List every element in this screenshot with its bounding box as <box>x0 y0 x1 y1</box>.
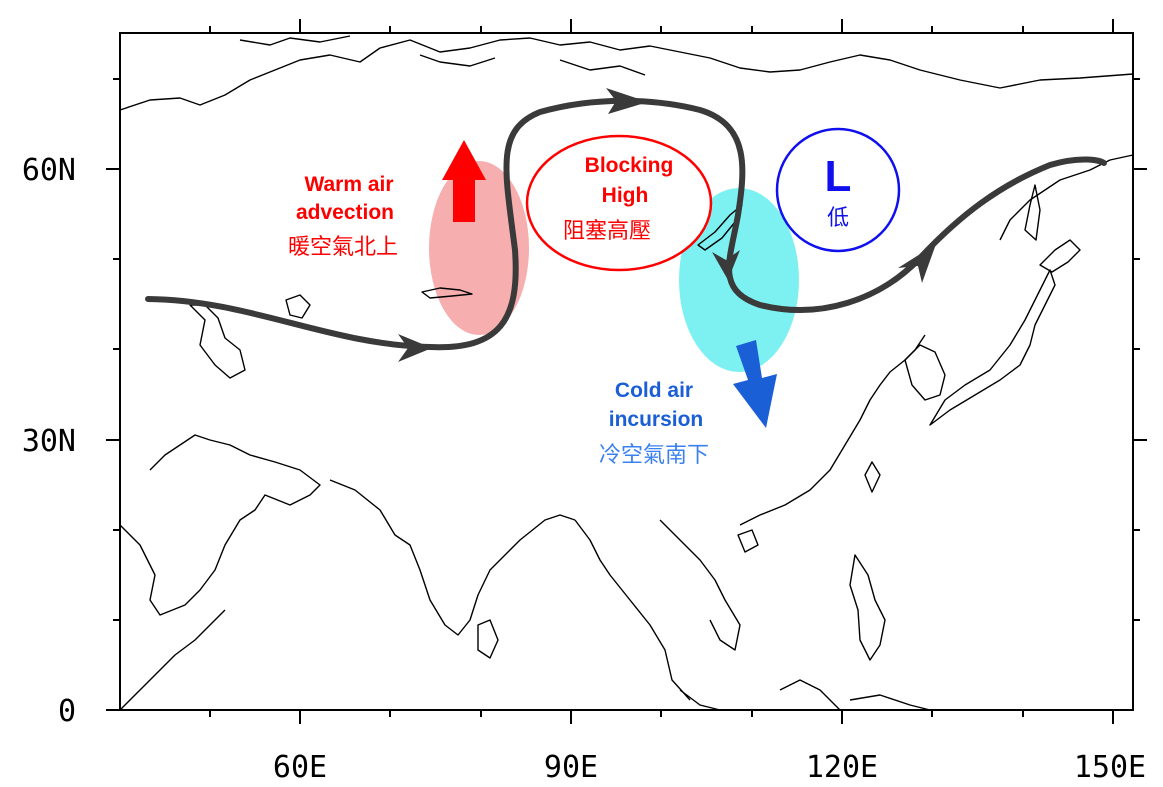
x-tick-label-150e: 150E <box>1074 750 1146 785</box>
low-label-symbol: L <box>825 152 852 201</box>
x-tick-label-60e: 60E <box>273 750 327 785</box>
blocking-label-zh: 阻塞高壓 <box>563 219 651 244</box>
warm-label-zh: 暖空氣北上 <box>288 235 398 260</box>
cold-label-line1: Cold air <box>615 379 693 402</box>
coastlines <box>119 35 1134 711</box>
blocking-label-line2: High <box>602 184 649 207</box>
low-pressure-circle <box>775 127 901 253</box>
y-tick-label-60n: 60N <box>22 153 76 188</box>
low-label-zh: 低 <box>827 206 849 231</box>
cold-label-zh: 冷空氣南下 <box>599 443 709 468</box>
cold-incursion-region <box>679 188 799 372</box>
axis-ticks <box>106 19 1147 724</box>
warm-air-arrow <box>442 140 486 222</box>
x-tick-label-90e: 90E <box>544 750 598 785</box>
cold-label-line2: incursion <box>609 408 704 431</box>
blocking-label-line1: Blocking <box>585 154 674 177</box>
jet-stream-arrow <box>145 88 1107 362</box>
map-frame <box>119 32 1134 711</box>
x-tick-label-120e: 120E <box>806 750 878 785</box>
warm-label-line2: advection <box>296 201 394 224</box>
y-tick-label-0: 0 <box>58 694 76 729</box>
blocking-high-outline <box>525 134 713 272</box>
cold-air-arrow <box>733 340 777 428</box>
y-tick-label-30n: 30N <box>22 424 76 459</box>
warm-label-line1: Warm air <box>304 173 393 196</box>
